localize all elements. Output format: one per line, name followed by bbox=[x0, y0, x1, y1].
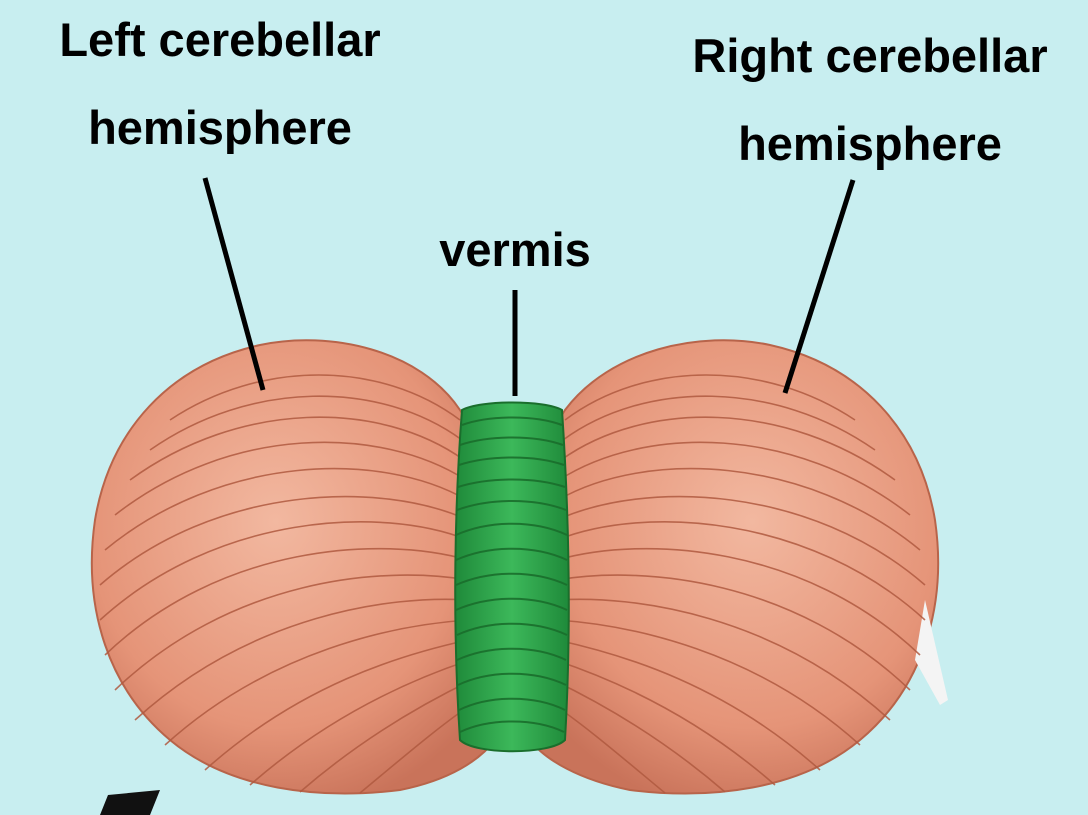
arrow-fragment bbox=[100, 790, 160, 815]
right-hemisphere bbox=[525, 340, 938, 793]
label-right-hemisphere-line2: hemisphere bbox=[665, 116, 1075, 171]
label-right-hemisphere-line1: Right cerebellar bbox=[665, 28, 1075, 83]
label-vermis: vermis bbox=[420, 222, 610, 277]
left-hemisphere bbox=[92, 340, 500, 793]
label-left-hemisphere-line1: Left cerebellar bbox=[30, 12, 410, 67]
label-left-hemisphere-line2: hemisphere bbox=[30, 100, 410, 155]
